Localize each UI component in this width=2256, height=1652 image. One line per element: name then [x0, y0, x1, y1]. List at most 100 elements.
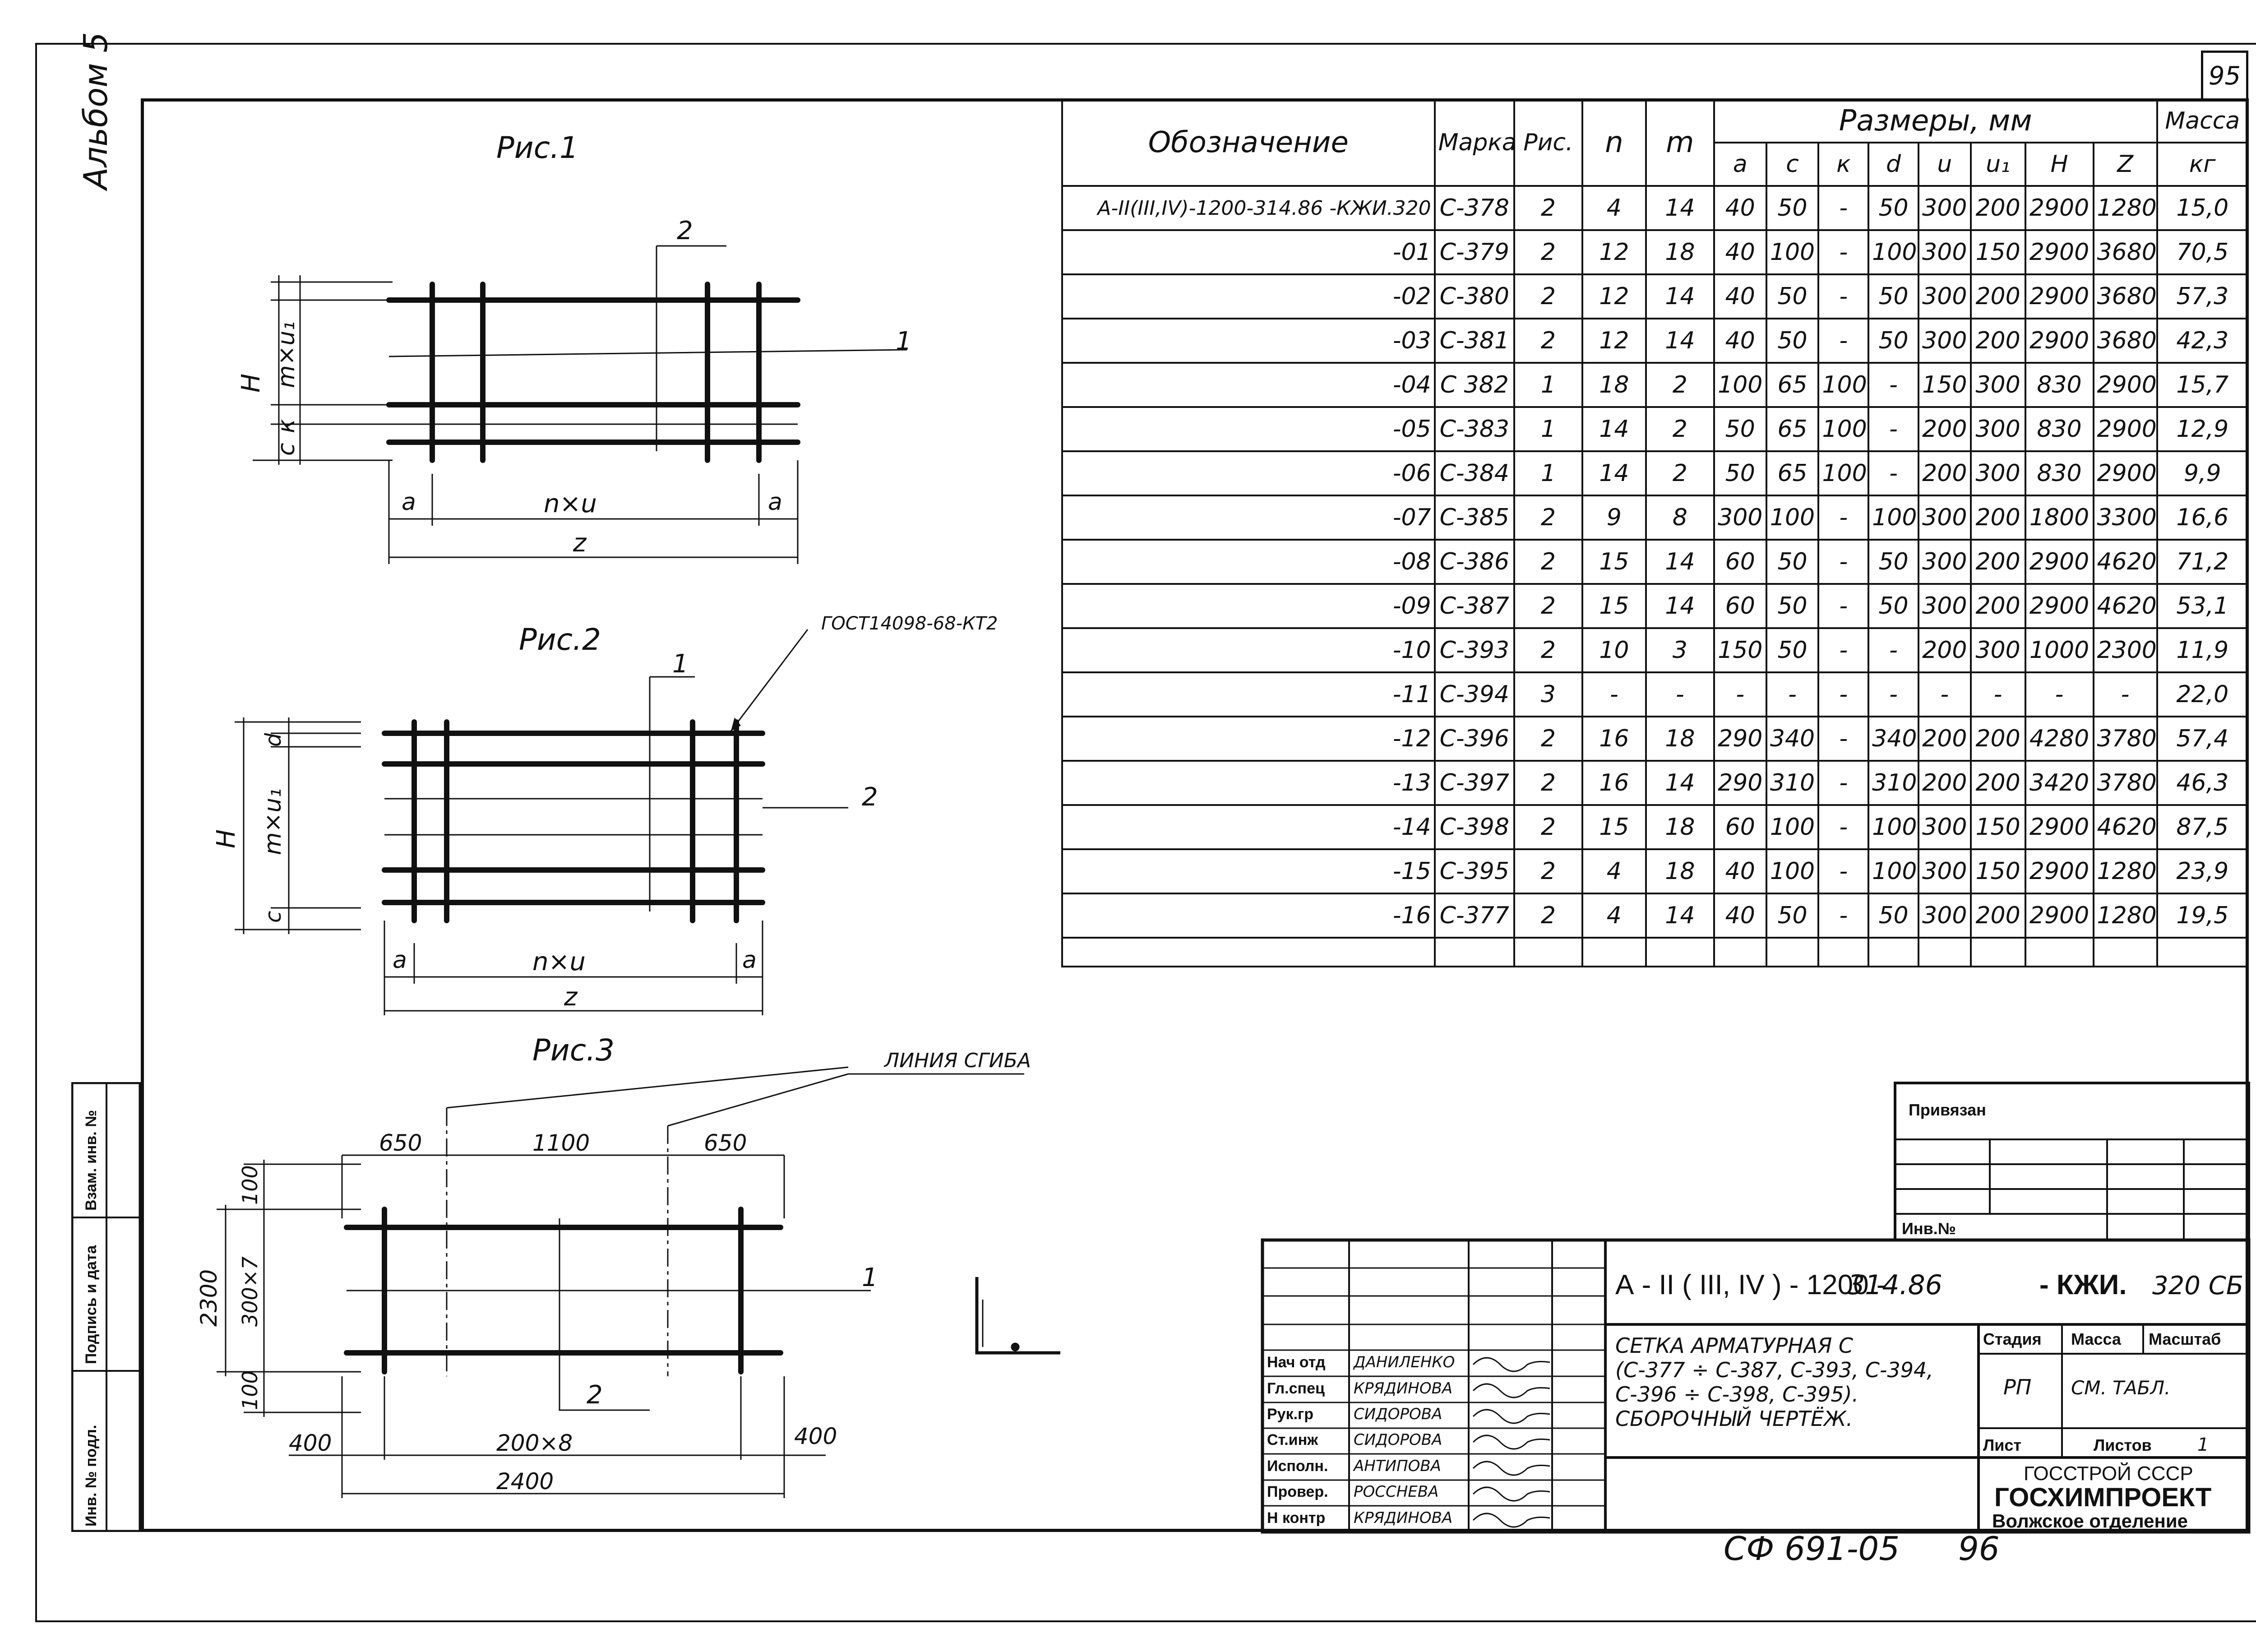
header-fig: Рис. — [1513, 98, 1583, 187]
cell-a: 150 — [1713, 627, 1767, 673]
figure-3-dim-2400: 2400 — [496, 1468, 554, 1495]
header-sub-c: c — [1765, 142, 1820, 187]
cell-mark: С-380 — [1433, 273, 1515, 319]
cell-des: -04 — [1061, 362, 1436, 408]
cell-mass: 87,5 — [2156, 804, 2249, 850]
sheet-number: 95 — [2201, 51, 2248, 99]
cell-c: 50 — [1765, 539, 1820, 585]
cell-k: - — [1817, 760, 1870, 806]
cell-H: 1800 — [2024, 495, 2094, 541]
cell-u: 200 — [1917, 716, 1972, 762]
cell-mass: 19,5 — [2156, 893, 2249, 939]
header-sub-u1: u₁ — [1969, 142, 2026, 187]
cell-mark: С-383 — [1433, 406, 1515, 452]
inv-label: Инв.№ — [1902, 1219, 1956, 1238]
cell-fig: 1 — [1513, 450, 1583, 496]
figures-drawing: Рис.1 — [196, 130, 1060, 1498]
doc-code-tail-hand: 320 СБ — [2152, 1271, 2243, 1300]
cell-c: 65 — [1765, 406, 1820, 452]
cell-d: 310 — [1868, 760, 1919, 806]
cell-Z: 2300 — [2092, 627, 2158, 673]
cell-a: 60 — [1713, 583, 1767, 629]
cell-mark: С-378 — [1433, 185, 1515, 231]
cell-mass: 70,5 — [2156, 229, 2249, 275]
cell-a: 40 — [1713, 273, 1767, 319]
cell-a: 40 — [1713, 229, 1767, 275]
cell-fig: 2 — [1513, 229, 1583, 275]
figure-1-a-right: a — [768, 489, 782, 516]
cell-n: - — [1581, 671, 1647, 717]
sheets-value: 1 — [2197, 1435, 2209, 1455]
cell-n: 18 — [1581, 362, 1647, 408]
cell-des: -11 — [1061, 671, 1436, 717]
cell-mass: 22,0 — [2156, 671, 2249, 717]
header-sub-Z: Z — [2092, 142, 2158, 187]
title-line-4: СБОРОЧНЫЙ ЧЕРТЁЖ. — [1615, 1407, 1853, 1431]
cell-u: 200 — [1917, 450, 1972, 496]
cell-u1: 200 — [1969, 495, 2026, 541]
cell-mark: С-393 — [1433, 627, 1515, 673]
doc-code-hand: 314.86 — [1848, 1269, 1942, 1301]
cell-u: 300 — [1917, 893, 1972, 939]
cell-m: 2 — [1645, 362, 1715, 408]
cell-Z: 1280 — [2092, 185, 2158, 231]
cell-c: - — [1765, 671, 1820, 717]
cell-mass: 53,1 — [2156, 583, 2249, 629]
cell-k: - — [1817, 804, 1870, 850]
cell-H: 2900 — [2024, 318, 2094, 364]
cell-u: 300 — [1917, 583, 1972, 629]
cell-u1: 150 — [1969, 229, 2026, 275]
cell-m: 8 — [1645, 495, 1715, 541]
cell-n: 4 — [1581, 893, 1647, 939]
role-label: Рук.гр — [1267, 1406, 1313, 1423]
cell-m: 2 — [1645, 450, 1715, 496]
cell-u1: 300 — [1969, 406, 2026, 452]
cell-des: -15 — [1061, 848, 1436, 894]
figure-3-dim-2300: 2300 — [196, 1269, 222, 1327]
cell-d: 100 — [1868, 229, 1919, 275]
cell-d: 100 — [1868, 495, 1919, 541]
cell-mark: С-377 — [1433, 893, 1515, 939]
role-label: Провер. — [1267, 1483, 1328, 1500]
cell-u1: 300 — [1969, 450, 2026, 496]
figure-2-title: Рис.2 — [519, 622, 601, 657]
org-3: Волжское отделение — [1992, 1510, 2188, 1532]
figure-2-gost: ГОСТ14098-68-КТ2 — [821, 613, 998, 634]
title-line-3: С-396 ÷ С-398, С-395). — [1615, 1382, 1858, 1407]
bent-profile-sketch — [975, 1277, 1060, 1355]
figure-3-title: Рис.3 — [532, 1033, 615, 1068]
side-stamp: Взам. инв. № Подпись и дата Инв. № подл. — [71, 1082, 141, 1532]
cell-fig: 1 — [1513, 406, 1583, 452]
cell-a: 40 — [1713, 318, 1767, 364]
cell-mass: 42,3 — [2156, 318, 2249, 364]
cell-des: -12 — [1061, 716, 1436, 762]
cell-n: 14 — [1581, 450, 1647, 496]
cell-u1: 150 — [1969, 804, 2026, 850]
cell-c: 340 — [1765, 716, 1820, 762]
cell-k: 100 — [1817, 450, 1870, 496]
cell-d: - — [1868, 671, 1919, 717]
cell-Z: 3300 — [2092, 495, 2158, 541]
figure-2-a-left: a — [393, 947, 407, 974]
cell-fig: 2 — [1513, 185, 1583, 231]
cell-mark: С-395 — [1433, 848, 1515, 894]
cell-H: 4280 — [2024, 716, 2094, 762]
specification-table: Обозначение Марка Рис. n m Размеры, мм М… — [1061, 98, 2249, 967]
header-mass: Масса — [2156, 98, 2249, 143]
cell-m: 18 — [1645, 716, 1715, 762]
cell-n: 15 — [1581, 804, 1647, 850]
sheets-header: Листов — [2094, 1436, 2152, 1454]
cell-d: 50 — [1868, 539, 1919, 585]
cell-c: 310 — [1765, 760, 1820, 806]
cell-m: 18 — [1645, 804, 1715, 850]
cell-mark: С-386 — [1433, 539, 1515, 585]
header-mark: Марка — [1433, 98, 1515, 187]
mass-header: Масса — [2071, 1330, 2122, 1348]
figure-3-dim-100-bottom: 100 — [238, 1370, 262, 1410]
figure-3-dim-200x8: 200×8 — [496, 1430, 573, 1456]
